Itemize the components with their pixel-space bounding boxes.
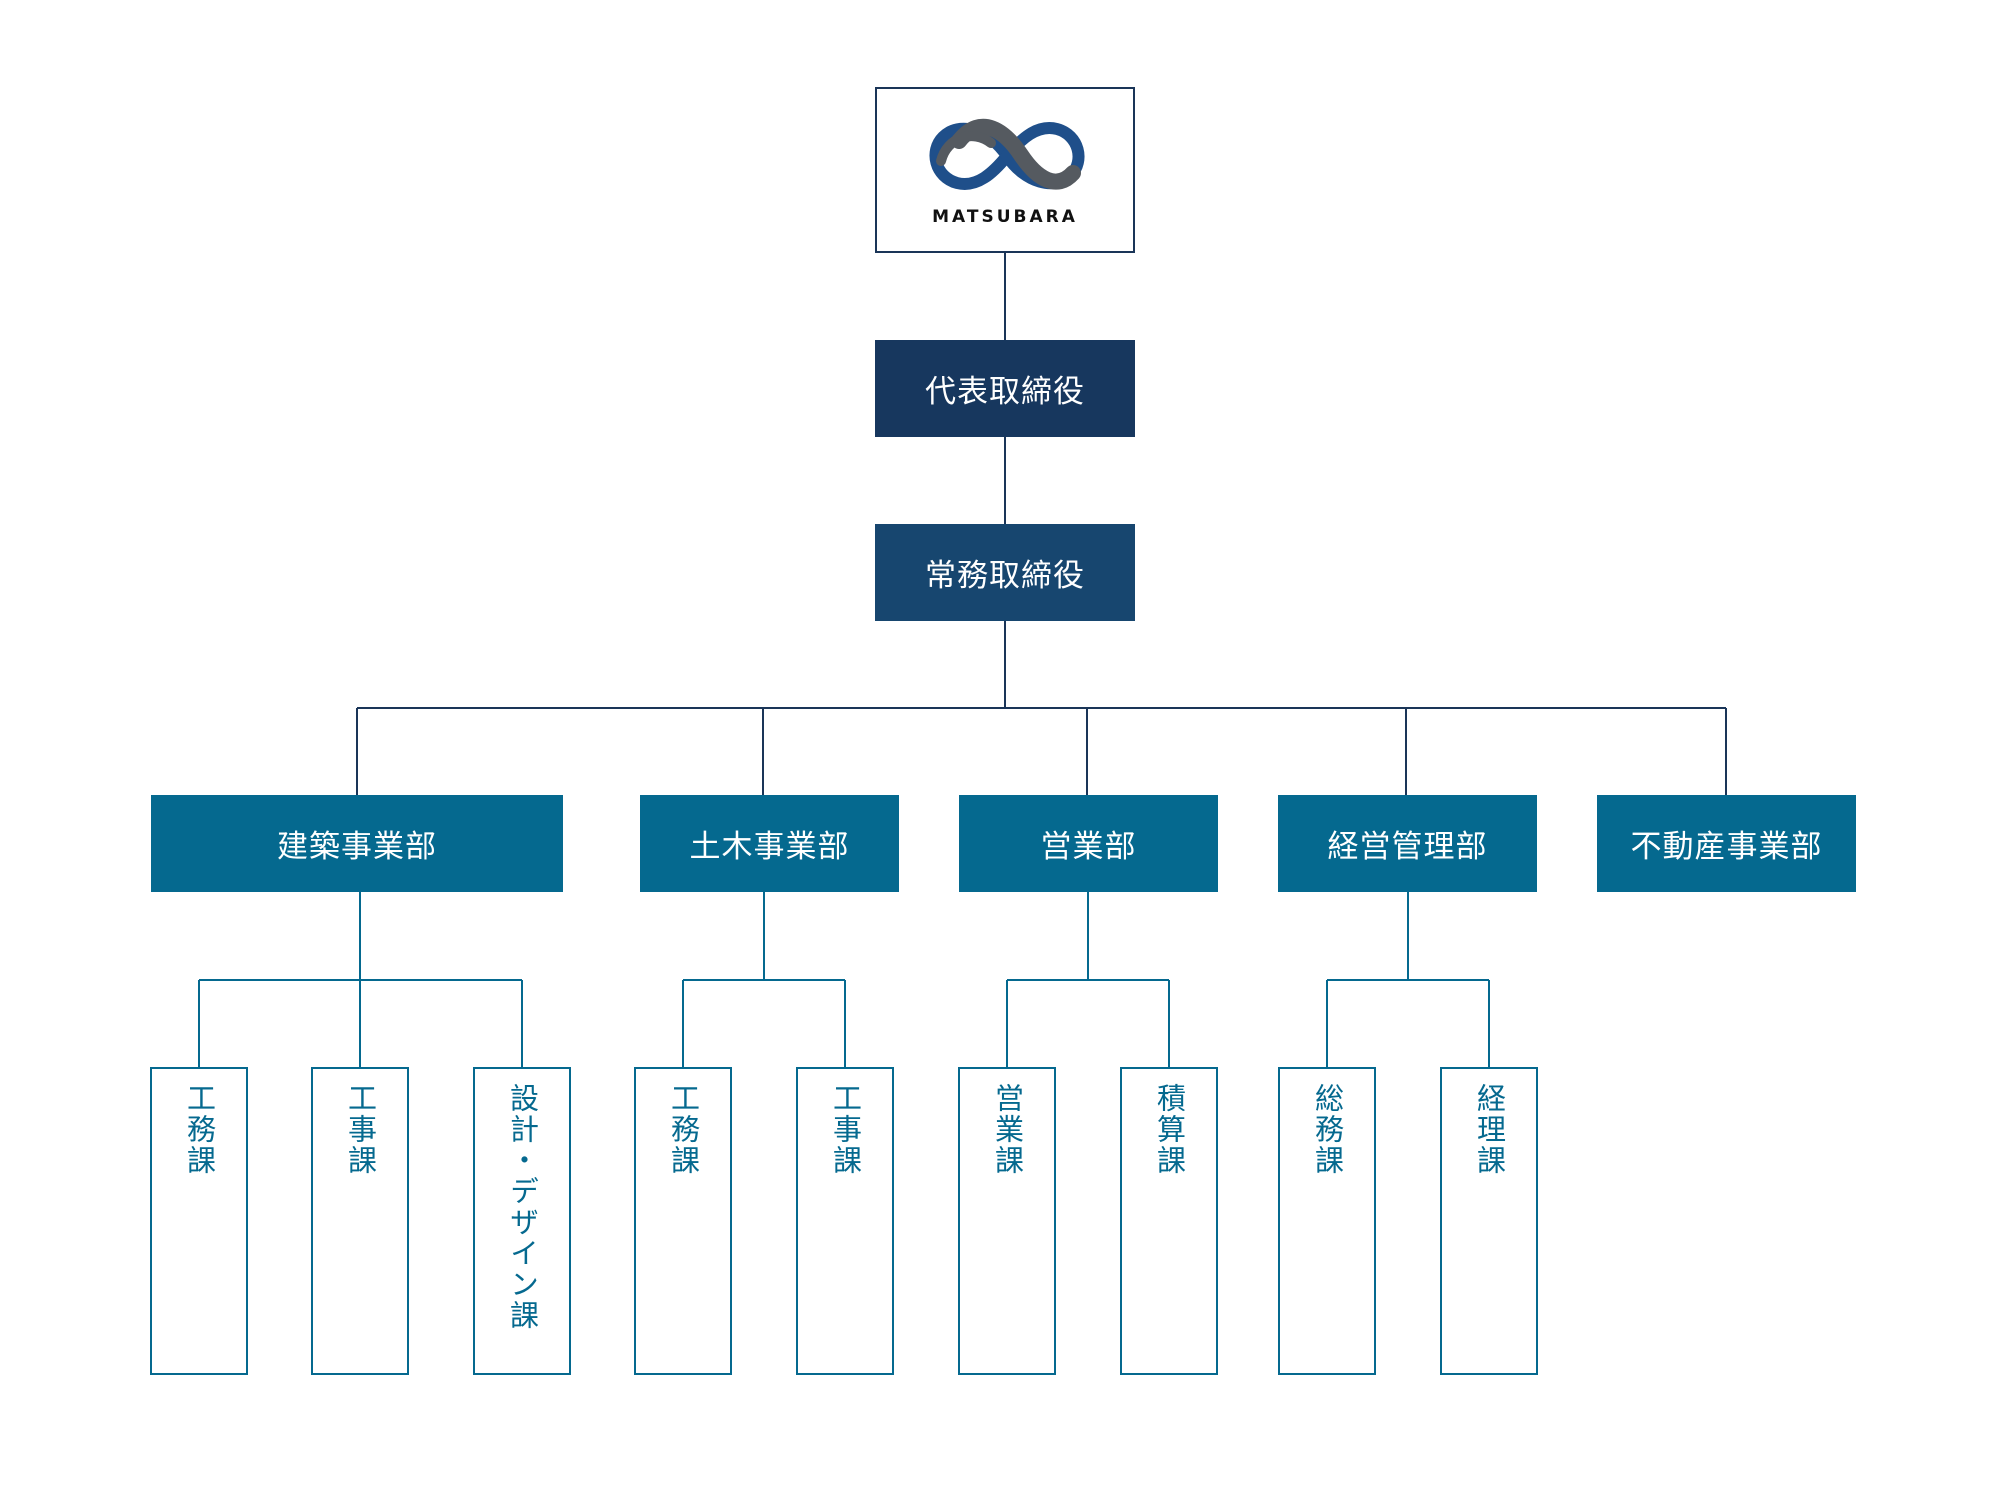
section-label: 工事課 xyxy=(343,1083,378,1176)
section-box: 設計・デザイン課 xyxy=(473,1067,571,1375)
infinity-logo-icon xyxy=(929,118,1085,190)
section-box: 工務課 xyxy=(634,1067,732,1375)
logo-wordmark: MATSUBARA xyxy=(932,207,1078,227)
section-box: 営業課 xyxy=(958,1067,1056,1375)
dept-box-civil: 土木事業部 xyxy=(640,795,899,892)
section-box: 経理課 xyxy=(1440,1067,1538,1375)
managing-director-box: 常務取締役 xyxy=(875,524,1135,621)
section-label: 営業課 xyxy=(990,1083,1025,1176)
section-label: 設計・デザイン課 xyxy=(505,1083,540,1331)
company-logo-box: MATSUBARA xyxy=(875,87,1135,253)
section-label: 工務課 xyxy=(666,1083,701,1176)
section-box: 工務課 xyxy=(150,1067,248,1375)
section-box: 工事課 xyxy=(796,1067,894,1375)
section-box: 工事課 xyxy=(311,1067,409,1375)
section-label: 経理課 xyxy=(1472,1083,1507,1176)
section-box: 積算課 xyxy=(1120,1067,1218,1375)
ceo-box: 代表取締役 xyxy=(875,340,1135,437)
section-label: 総務課 xyxy=(1310,1083,1345,1176)
dept-box-real-estate: 不動産事業部 xyxy=(1597,795,1856,892)
section-box: 総務課 xyxy=(1278,1067,1376,1375)
dept-box-sales: 営業部 xyxy=(959,795,1218,892)
dept-box-management: 経営管理部 xyxy=(1278,795,1537,892)
section-label: 工事課 xyxy=(828,1083,863,1176)
section-label: 工務課 xyxy=(182,1083,217,1176)
section-label: 積算課 xyxy=(1152,1083,1187,1176)
dept-box-architecture: 建築事業部 xyxy=(151,795,563,892)
